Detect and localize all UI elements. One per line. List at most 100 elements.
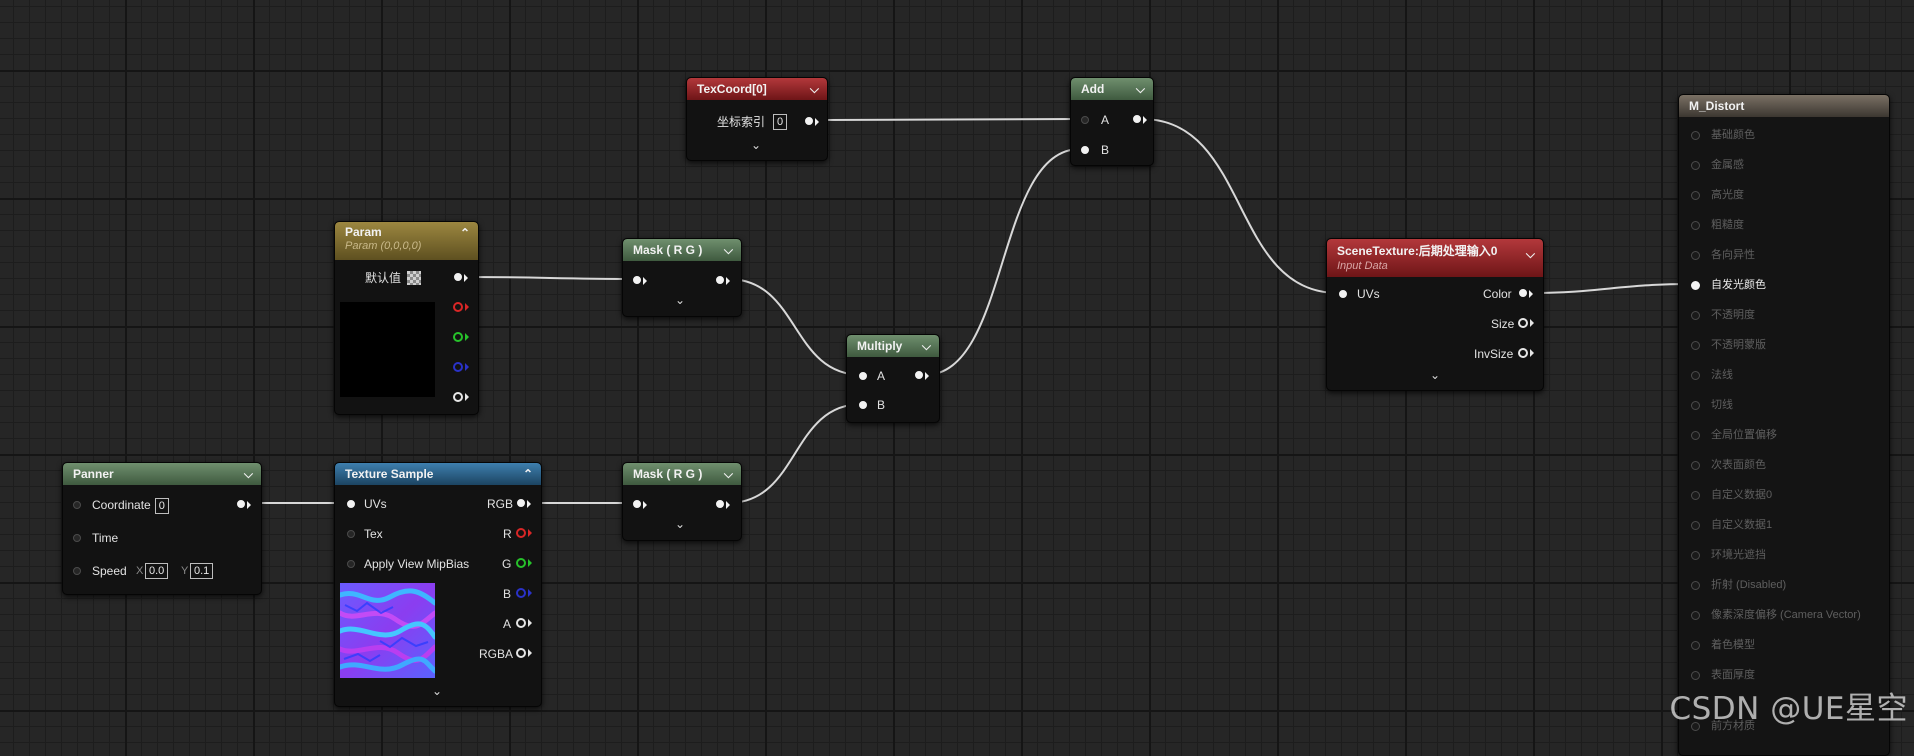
- result-input-pin[interactable]: [1691, 431, 1700, 440]
- expand-chevron-icon[interactable]: ⌄: [675, 293, 686, 307]
- mask-rg-node-top[interactable]: Mask ( R G ) ⌵ ⌄: [622, 238, 742, 317]
- texture-input-mipbias-pin[interactable]: [347, 560, 355, 568]
- texture-output-rgba-pin[interactable]: [516, 648, 526, 658]
- result-input-pin[interactable]: [1691, 341, 1700, 350]
- speed-y-field[interactable]: 0.1: [190, 563, 214, 579]
- result-input-pin[interactable]: [1691, 671, 1700, 680]
- mask-input-pin[interactable]: [633, 500, 641, 508]
- result-input-pin[interactable]: [1691, 221, 1700, 230]
- texture-input-uvs-pin[interactable]: [347, 500, 355, 508]
- result-pin-row[interactable]: 高光度: [1679, 185, 1889, 205]
- add-input-b-pin[interactable]: [1081, 146, 1089, 154]
- mask-rg-node-bottom[interactable]: Mask ( R G ) ⌵ ⌄: [622, 462, 742, 541]
- result-input-pin[interactable]: [1691, 161, 1700, 170]
- add-input-a-pin[interactable]: [1081, 116, 1089, 124]
- param-output-rgba-pin[interactable]: [454, 273, 462, 281]
- chevron-down-icon[interactable]: ⌵: [1525, 247, 1535, 261]
- chevron-up-icon[interactable]: ⌃: [522, 467, 533, 481]
- panner-time-pin[interactable]: [73, 534, 81, 542]
- expand-chevron-icon[interactable]: ⌄: [432, 684, 443, 698]
- texture-output-b-pin[interactable]: [516, 588, 526, 598]
- result-input-pin[interactable]: [1691, 581, 1700, 590]
- chevron-down-icon[interactable]: ⌵: [723, 243, 733, 257]
- param-node-header[interactable]: Param Param (0,0,0,0) ⌃: [335, 222, 478, 260]
- texture-output-r-pin[interactable]: [516, 528, 526, 538]
- result-input-pin[interactable]: [1691, 461, 1700, 470]
- texcoord-node[interactable]: TexCoord[0] ⌵ 坐标索引 0 ⌄: [686, 77, 828, 161]
- mask-input-pin[interactable]: [633, 276, 641, 284]
- result-pin-row[interactable]: 前方材质: [1679, 716, 1889, 736]
- expand-chevron-icon[interactable]: ⌄: [675, 517, 686, 531]
- result-input-pin[interactable]: [1691, 641, 1700, 650]
- multiply-input-a-pin[interactable]: [859, 372, 867, 380]
- result-pin-row[interactable]: 像素深度偏移 (Camera Vector): [1679, 605, 1889, 625]
- chevron-down-icon[interactable]: ⌵: [1135, 82, 1145, 96]
- coordinate-field[interactable]: 0: [154, 498, 169, 514]
- result-pin-row[interactable]: 环境光遮挡: [1679, 545, 1889, 565]
- texcoord-output-pin[interactable]: [805, 117, 813, 125]
- scene-texture-node[interactable]: SceneTexture:后期处理输入0 Input Data ⌵ UVs Co…: [1326, 238, 1544, 391]
- add-node[interactable]: Add ⌵ A B: [1070, 77, 1154, 166]
- multiply-output-pin[interactable]: [915, 371, 923, 379]
- result-pin-row[interactable]: 法线: [1679, 365, 1889, 385]
- texture-input-tex-pin[interactable]: [347, 530, 355, 538]
- multiply-node-header[interactable]: Multiply ⌵: [847, 335, 939, 357]
- result-pin-row[interactable]: 金属感: [1679, 155, 1889, 175]
- scene-texture-output-size-pin[interactable]: [1518, 318, 1528, 328]
- result-input-pin[interactable]: [1691, 131, 1700, 140]
- result-pin-row-emissive[interactable]: 自发光颜色: [1679, 275, 1889, 295]
- multiply-input-b-pin[interactable]: [859, 401, 867, 409]
- multiply-node[interactable]: Multiply ⌵ A B: [846, 334, 940, 423]
- result-pin-row[interactable]: 各向异性: [1679, 245, 1889, 265]
- chevron-down-icon[interactable]: ⌵: [921, 339, 931, 353]
- result-input-pin[interactable]: [1691, 551, 1700, 560]
- result-pin-row[interactable]: 表面厚度: [1679, 665, 1889, 685]
- checker-swatch-icon[interactable]: [407, 271, 422, 285]
- add-node-header[interactable]: Add ⌵: [1071, 78, 1153, 100]
- result-input-pin[interactable]: [1691, 311, 1700, 320]
- texture-output-a-pin[interactable]: [516, 618, 526, 628]
- panner-coordinate-pin[interactable]: [73, 501, 81, 509]
- mask-output-pin[interactable]: [716, 500, 724, 508]
- chevron-down-icon[interactable]: ⌵: [723, 467, 733, 481]
- result-input-pin[interactable]: [1691, 611, 1700, 620]
- material-result-node[interactable]: M_Distort 基础颜色 金属感 高光度 粗糙度 各向异性 自发光颜色 不透…: [1678, 94, 1890, 756]
- speed-x-field[interactable]: 0.0: [145, 563, 169, 579]
- param-output-a-pin[interactable]: [453, 392, 463, 402]
- coordinate-index-field[interactable]: 0: [773, 114, 788, 130]
- result-pin-row[interactable]: 着色模型: [1679, 635, 1889, 655]
- result-input-pin[interactable]: [1691, 371, 1700, 380]
- expand-chevron-icon[interactable]: ⌄: [751, 138, 762, 152]
- result-input-pin[interactable]: [1691, 491, 1700, 500]
- param-output-g-pin[interactable]: [453, 332, 463, 342]
- result-pin-row[interactable]: 折射 (Disabled): [1679, 575, 1889, 595]
- panner-node-header[interactable]: Panner ⌵: [63, 463, 261, 485]
- result-pin-row[interactable]: 不透明蒙版: [1679, 335, 1889, 355]
- mask-node-header[interactable]: Mask ( R G ) ⌵: [623, 239, 741, 261]
- result-pin-row[interactable]: 基础颜色: [1679, 125, 1889, 145]
- result-input-pin[interactable]: [1691, 521, 1700, 530]
- chevron-up-icon[interactable]: ⌃: [459, 226, 470, 240]
- mask-node-header[interactable]: Mask ( R G ) ⌵: [623, 463, 741, 485]
- result-pin-row[interactable]: 自定义数据0: [1679, 485, 1889, 505]
- scene-texture-output-color-pin[interactable]: [1519, 289, 1527, 297]
- panner-output-pin[interactable]: [237, 500, 245, 508]
- result-node-header[interactable]: M_Distort: [1679, 95, 1889, 117]
- scene-texture-input-uvs-pin[interactable]: [1339, 290, 1347, 298]
- param-output-b-pin[interactable]: [453, 362, 463, 372]
- scene-texture-header[interactable]: SceneTexture:后期处理输入0 Input Data ⌵: [1327, 239, 1543, 277]
- result-input-pin[interactable]: [1691, 191, 1700, 200]
- result-pin-row[interactable]: 切线: [1679, 395, 1889, 415]
- result-pin-row[interactable]: 次表面颜色: [1679, 455, 1889, 475]
- panner-speed-pin[interactable]: [73, 567, 81, 575]
- texture-output-g-pin[interactable]: [516, 558, 526, 568]
- expand-chevron-icon[interactable]: ⌄: [1430, 368, 1441, 382]
- add-output-pin[interactable]: [1133, 115, 1141, 123]
- texture-sample-header[interactable]: Texture Sample ⌃: [335, 463, 541, 485]
- result-pin-row[interactable]: 全局位置偏移: [1679, 425, 1889, 445]
- param-node[interactable]: Param Param (0,0,0,0) ⌃ 默认值: [334, 221, 479, 415]
- chevron-down-icon[interactable]: ⌵: [809, 82, 819, 96]
- mask-output-pin[interactable]: [716, 276, 724, 284]
- result-pin-row[interactable]: 自定义数据1: [1679, 515, 1889, 535]
